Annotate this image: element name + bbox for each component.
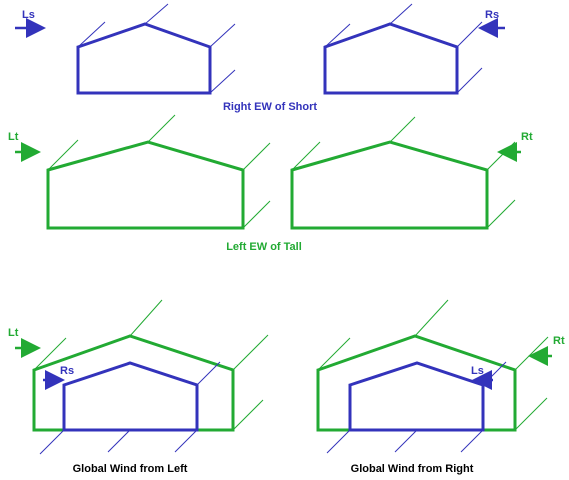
short-building-right — [323, 3, 483, 95]
tall-building-right — [290, 116, 516, 230]
wind-arrow-lt: Lt — [8, 131, 41, 162]
label-rt-bottom: Rt — [553, 335, 565, 347]
wind-arrow-lt-bottom: Lt — [8, 327, 41, 358]
wind-arrow-ls: Ls — [15, 9, 46, 38]
caption-tall: Left EW of Tall — [226, 241, 302, 253]
label-ls: Ls — [22, 9, 35, 21]
caption-global-right: Global Wind from Right — [351, 463, 474, 475]
caption-short: Right EW of Short — [223, 101, 317, 113]
wind-arrow-ls-bottom: Ls — [471, 365, 493, 390]
combined-building-right — [316, 299, 549, 454]
wind-arrow-rs-bottom: Rs — [43, 365, 74, 390]
short-building-left — [76, 3, 236, 95]
wind-arrow-rt: Rt — [497, 131, 533, 162]
label-rs: Rs — [485, 9, 499, 21]
tall-building-left — [46, 114, 271, 230]
label-lt: Lt — [8, 131, 19, 143]
wind-arrow-rt-bottom: Rt — [528, 335, 565, 366]
combined-building-left — [32, 299, 269, 455]
label-lt-bottom: Lt — [8, 327, 19, 339]
label-rt: Rt — [521, 131, 533, 143]
caption-global-left: Global Wind from Left — [73, 463, 188, 475]
label-rs-bottom: Rs — [60, 365, 74, 377]
label-ls-bottom: Ls — [471, 365, 484, 377]
wind-arrow-rs: Rs — [478, 9, 505, 38]
